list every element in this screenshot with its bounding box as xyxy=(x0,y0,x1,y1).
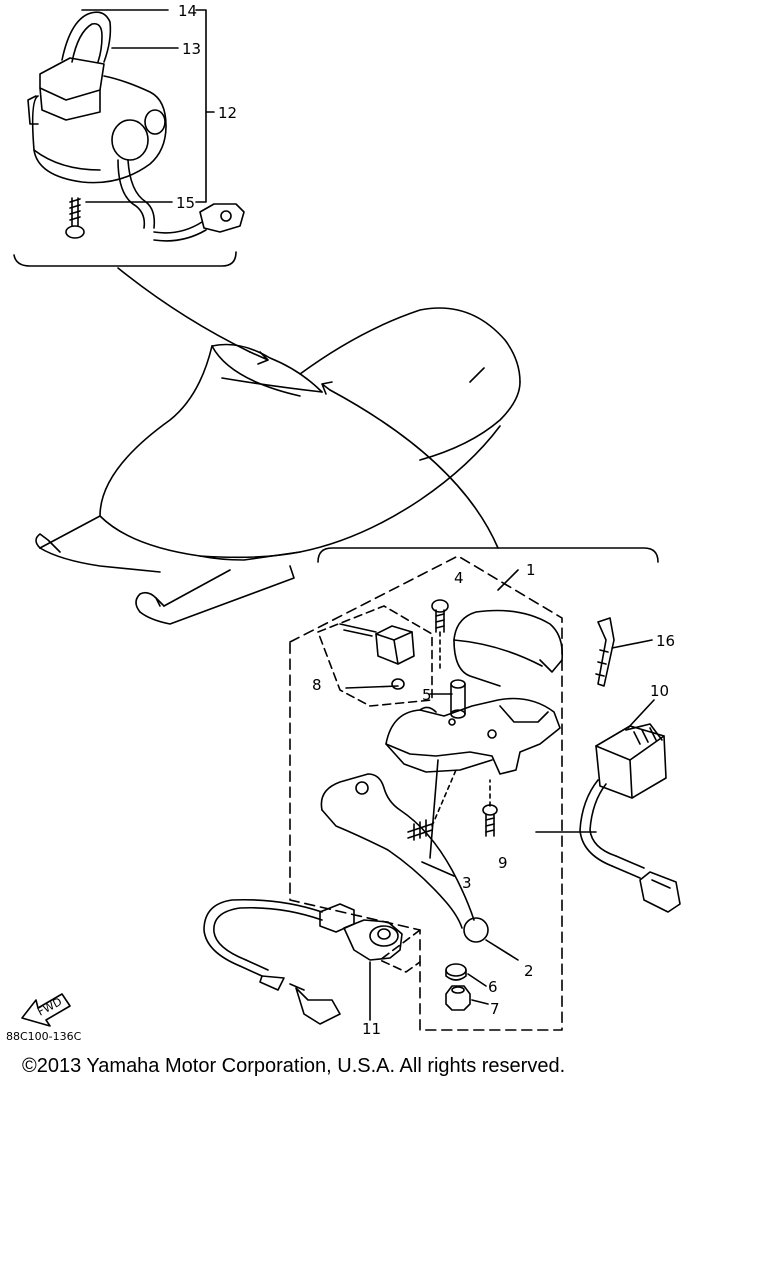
part-cable-tie-16 xyxy=(595,617,615,687)
part-subswitch-8 xyxy=(339,623,415,690)
callout-8: 8 xyxy=(312,676,322,694)
part-cover xyxy=(453,609,564,687)
assembly-bracket xyxy=(317,547,659,563)
wire-route-lower xyxy=(329,389,499,549)
inset-switch-assembly xyxy=(13,9,245,267)
callout-3: 3 xyxy=(462,874,472,892)
copyright-notice: ©2013 Yamaha Motor Corporation, U.S.A. A… xyxy=(22,1055,566,1077)
callout-16: 16 xyxy=(656,632,675,650)
callout-4: 4 xyxy=(454,569,464,587)
callout-11: 11 xyxy=(362,1020,381,1038)
wire-route-upper xyxy=(117,267,251,353)
callout-6: 6 xyxy=(488,978,498,996)
part-screw-4 xyxy=(431,599,449,669)
part-bracket-3 xyxy=(385,697,561,775)
part-bolt-9 xyxy=(482,779,498,837)
group-outline-1 xyxy=(289,555,563,1031)
callout-2: 2 xyxy=(524,962,534,980)
part-lever-2 xyxy=(320,773,489,943)
callout-14: 14 xyxy=(178,2,197,20)
callout-7: 7 xyxy=(490,1000,500,1018)
part-nut-7 xyxy=(445,985,471,1011)
part-switch-11 xyxy=(203,898,403,1025)
callout-labels: 14 13 12 15 1 4 16 8 5 10 9 3 2 6 7 11 F… xyxy=(6,2,675,1040)
callout-1: 1 xyxy=(526,561,536,579)
callout-5: 5 xyxy=(422,686,432,704)
callout-12: 12 xyxy=(218,104,237,122)
fwd-arrow-icon xyxy=(21,993,71,1027)
exploded-parts-diagram: 14 13 12 15 1 4 16 8 5 10 9 3 2 6 7 11 F… xyxy=(6,2,681,1040)
snowmobile-outline xyxy=(35,307,521,625)
callout-13: 13 xyxy=(182,40,201,58)
fwd-label: FWD xyxy=(35,995,64,1019)
part-unit-10 xyxy=(579,723,681,913)
callout-15: 15 xyxy=(176,194,195,212)
drawing-code: 88C100-136C xyxy=(6,1030,82,1040)
callout-10: 10 xyxy=(650,682,669,700)
callout-9: 9 xyxy=(498,854,508,872)
part-washer-6 xyxy=(445,963,467,981)
